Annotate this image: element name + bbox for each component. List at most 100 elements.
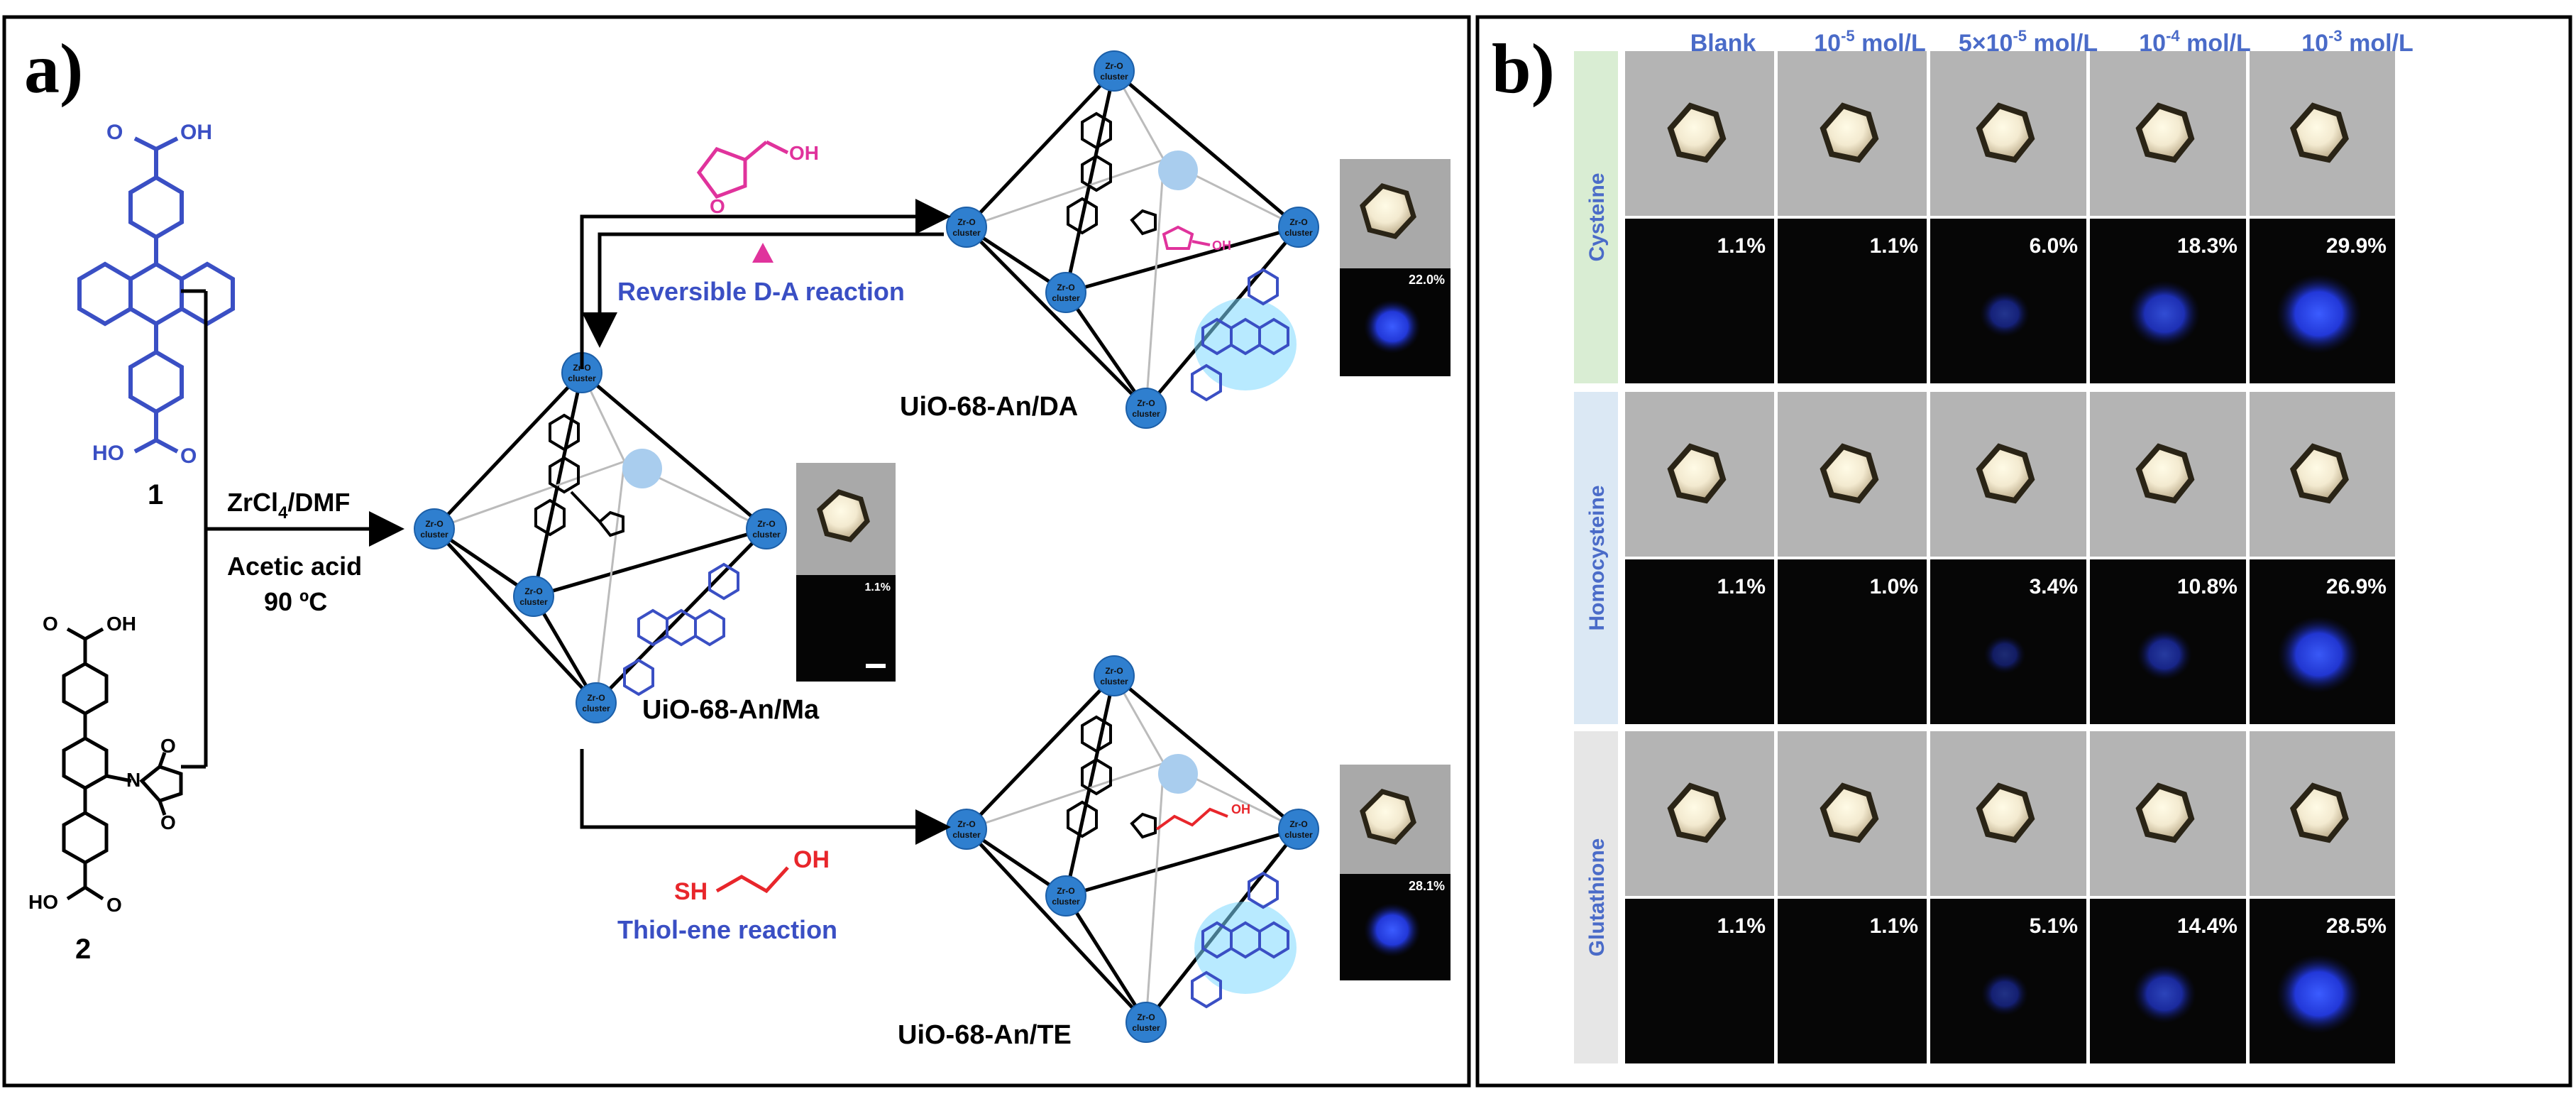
pore-marker-te [1158, 754, 1198, 794]
fluorescence-spot [2276, 954, 2362, 1034]
row-label-band [1574, 51, 1618, 383]
fluorescence-spot [2277, 616, 2360, 694]
micrograph-cell: 1.1% [1778, 731, 1927, 1063]
node-label-line2: cluster [1052, 293, 1080, 303]
crystal [1820, 443, 1879, 504]
reaction-bracket [181, 289, 404, 769]
crystal [1976, 102, 2035, 163]
crystal [1667, 782, 1727, 843]
da-adduct-oh: OH [1212, 239, 1231, 253]
micrograph-cell: 10.8% [2090, 392, 2246, 724]
pore-marker-da [1158, 151, 1198, 190]
pore-marker [622, 449, 662, 488]
micrograph-cell: 14.4% [2090, 731, 2246, 1063]
te-adduct-oh: OH [1231, 802, 1250, 816]
node-label-line2: cluster [1132, 1023, 1160, 1033]
node-label-line2: cluster [519, 597, 548, 607]
crystal [1820, 782, 1879, 843]
micrograph-cell: 3.4% [1930, 392, 2086, 724]
crystal [1667, 102, 1727, 163]
c2-imide-o1: O [160, 735, 176, 757]
furfuryl-alcohol-structure [696, 140, 789, 199]
node-label-line1: Zr-O [1057, 886, 1074, 896]
crystal [2135, 782, 2195, 843]
fluorescence-percent: 1.1% [1870, 914, 1918, 938]
fluorescence-spot [1981, 972, 2029, 1016]
c2-o-label: O [43, 613, 58, 635]
node-label-line2: cluster [420, 530, 448, 540]
node-label-line1: Zr-O [957, 217, 975, 227]
node-label-line2: cluster [568, 373, 596, 383]
micrograph-cell: 1.1% [1625, 731, 1774, 1063]
node-label-line2: cluster [1284, 830, 1313, 840]
crystal [2289, 102, 2349, 163]
te-fluorescence-halo [1194, 902, 1297, 994]
da-product-name: UiO-68-An/DA [900, 392, 1078, 422]
panel-b-label: b) [1492, 29, 1555, 108]
micrograph-cell: 26.9% [2250, 392, 2395, 724]
thiol-sh-label: SH [674, 878, 708, 905]
scale-bar [2445, 1041, 2501, 1046]
node-label-line2: cluster [1132, 409, 1160, 419]
furan-o-label: O [710, 195, 725, 217]
fluorescence-percent: 6.0% [2030, 234, 2078, 258]
da-fluorescence-halo [1194, 298, 1297, 390]
compound-2-label: 2 [75, 934, 91, 965]
micrograph-cell: 1.0% [1778, 392, 1927, 724]
da-reaction-label: Reversible D-A reaction [617, 277, 905, 306]
inset-ma-scale-bar [866, 664, 886, 668]
crystal [1976, 443, 2035, 504]
fluorescence-image [1625, 219, 1774, 383]
fluorescence-spot [2128, 280, 2201, 347]
condition-zrcl4: ZrCl4/DMF [227, 488, 350, 523]
c2-ho-label: HO [28, 891, 58, 913]
crystal [1976, 782, 2035, 843]
compound-1-label: 1 [148, 479, 163, 510]
node-label-line1: Zr-O [1057, 283, 1074, 292]
fluorescence-percent: 28.5% [2326, 914, 2387, 938]
crystal [2289, 443, 2349, 504]
node-label-line1: Zr-O [524, 586, 542, 596]
node-label-line2: cluster [952, 228, 981, 238]
fluorescence-percent: 10.8% [2177, 575, 2238, 598]
c2-oh-label: OH [106, 613, 136, 635]
fluorescence-image [1625, 899, 1774, 1063]
fluorescence-image [1625, 559, 1774, 724]
te-reaction-label: Thiol-ene reaction [617, 915, 837, 944]
te-product-name: UiO-68-An/TE [898, 1020, 1072, 1050]
node-label-line1: Zr-O [1105, 666, 1123, 676]
reaction-arrows [580, 199, 951, 845]
node-label-line1: Zr-O [1137, 1012, 1155, 1022]
cooh-oh-label: OH [180, 121, 212, 144]
micrograph-cell: 5.1% [1930, 731, 2086, 1063]
fluorescence-percent: 29.9% [2326, 234, 2387, 258]
fluorescence-spot [1983, 635, 2026, 674]
mercaptoethanol-structure [715, 866, 789, 894]
row-label-band [1574, 731, 1618, 1063]
inset-ma-percent: 1.1% [865, 581, 891, 594]
c2-n-label: N [126, 769, 141, 791]
fluorescence-image [1778, 899, 1927, 1063]
fluorescence-percent: 1.0% [1870, 575, 1918, 598]
fluorescence-spot [2136, 628, 2193, 681]
fluorescence-percent: 14.4% [2177, 914, 2238, 938]
inset-ma: 1.1% [796, 463, 896, 682]
node-label-line2: cluster [1284, 228, 1313, 238]
cooh-o-label: O [106, 121, 123, 144]
fluorescence-spot [2276, 274, 2362, 354]
thiol-oh-label: OH [793, 846, 830, 873]
hooc-o-label: O [180, 444, 197, 468]
mof-cage-te: OH [965, 674, 1300, 1024]
